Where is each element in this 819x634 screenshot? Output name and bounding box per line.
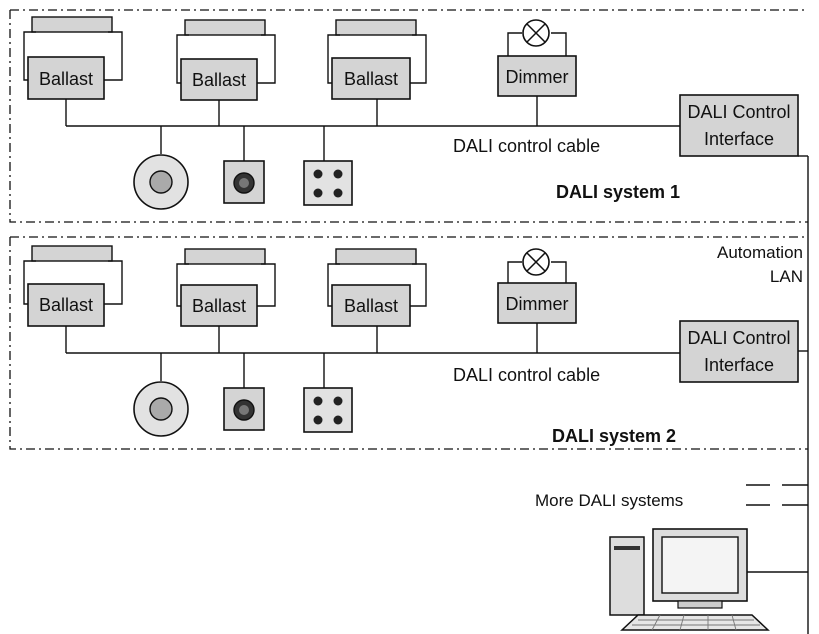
dimmer-unit: Dimmer <box>497 19 577 126</box>
lan-label-line2: LAN <box>770 267 803 286</box>
lamp-tube <box>184 248 266 265</box>
ballast-label: Ballast <box>344 69 398 89</box>
dimmer-unit: Dimmer <box>497 248 577 353</box>
interface-box <box>679 320 799 383</box>
lamp-tube <box>184 19 266 36</box>
dimmer-label: Dimmer <box>506 294 569 314</box>
sensor-icon <box>133 381 189 437</box>
computer-workstation-icon <box>609 528 808 631</box>
ballast-box <box>180 284 258 327</box>
dali-control-interface: DALI Control Interface <box>679 94 808 157</box>
sensor-icon <box>133 154 189 210</box>
more-systems-stubs <box>746 484 808 506</box>
cable-label: DALI control cable <box>453 136 600 156</box>
ballast-box <box>180 58 258 101</box>
ballast-unit: Ballast <box>176 248 276 353</box>
system-1-frame <box>9 9 808 223</box>
ballast-label: Ballast <box>192 70 246 90</box>
ballast-box <box>331 284 411 327</box>
lamp-tube <box>31 245 113 262</box>
more-systems-label: More DALI systems <box>535 491 683 510</box>
push-button-icon <box>223 387 265 431</box>
system-2-frame <box>9 236 808 450</box>
lan-label-line1: Automation <box>717 243 803 262</box>
interface-box <box>679 94 799 157</box>
ballast-box <box>331 57 411 100</box>
dimmer-box <box>497 55 577 97</box>
keypad-icon <box>303 387 353 433</box>
interface-label-line1: DALI Control <box>687 102 790 122</box>
dali-control-interface: DALI Control Interface <box>679 320 808 383</box>
cable-label: DALI control cable <box>453 365 600 385</box>
lamp-bulb-icon <box>522 19 550 47</box>
ballast-label: Ballast <box>39 69 93 89</box>
interface-label-line1: DALI Control <box>687 328 790 348</box>
interface-label-line2: Interface <box>704 129 774 149</box>
ballast-unit: Ballast <box>327 19 427 126</box>
ballast-label: Ballast <box>39 295 93 315</box>
ballast-unit: Ballast <box>23 16 123 126</box>
ballast-label: Ballast <box>192 296 246 316</box>
ballast-label: Ballast <box>344 296 398 316</box>
dimmer-label: Dimmer <box>506 67 569 87</box>
dali-system-1: Ballast Ballast Ballast <box>23 16 808 210</box>
lamp-tube <box>335 248 417 265</box>
system-label: DALI system 1 <box>556 182 680 202</box>
interface-label-line2: Interface <box>704 355 774 375</box>
ballast-unit: Ballast <box>327 248 427 353</box>
lamp-bulb-icon <box>522 248 550 276</box>
ballast-unit: Ballast <box>23 245 123 353</box>
ballast-unit: Ballast <box>176 19 276 126</box>
push-button-icon <box>223 160 265 204</box>
keypad-icon <box>303 160 353 206</box>
lamp-tube <box>335 19 417 36</box>
lamp-tube <box>31 16 113 33</box>
dali-system-2: Ballast Ballast Ballast Dimmer <box>23 245 808 446</box>
system-label: DALI system 2 <box>552 426 676 446</box>
